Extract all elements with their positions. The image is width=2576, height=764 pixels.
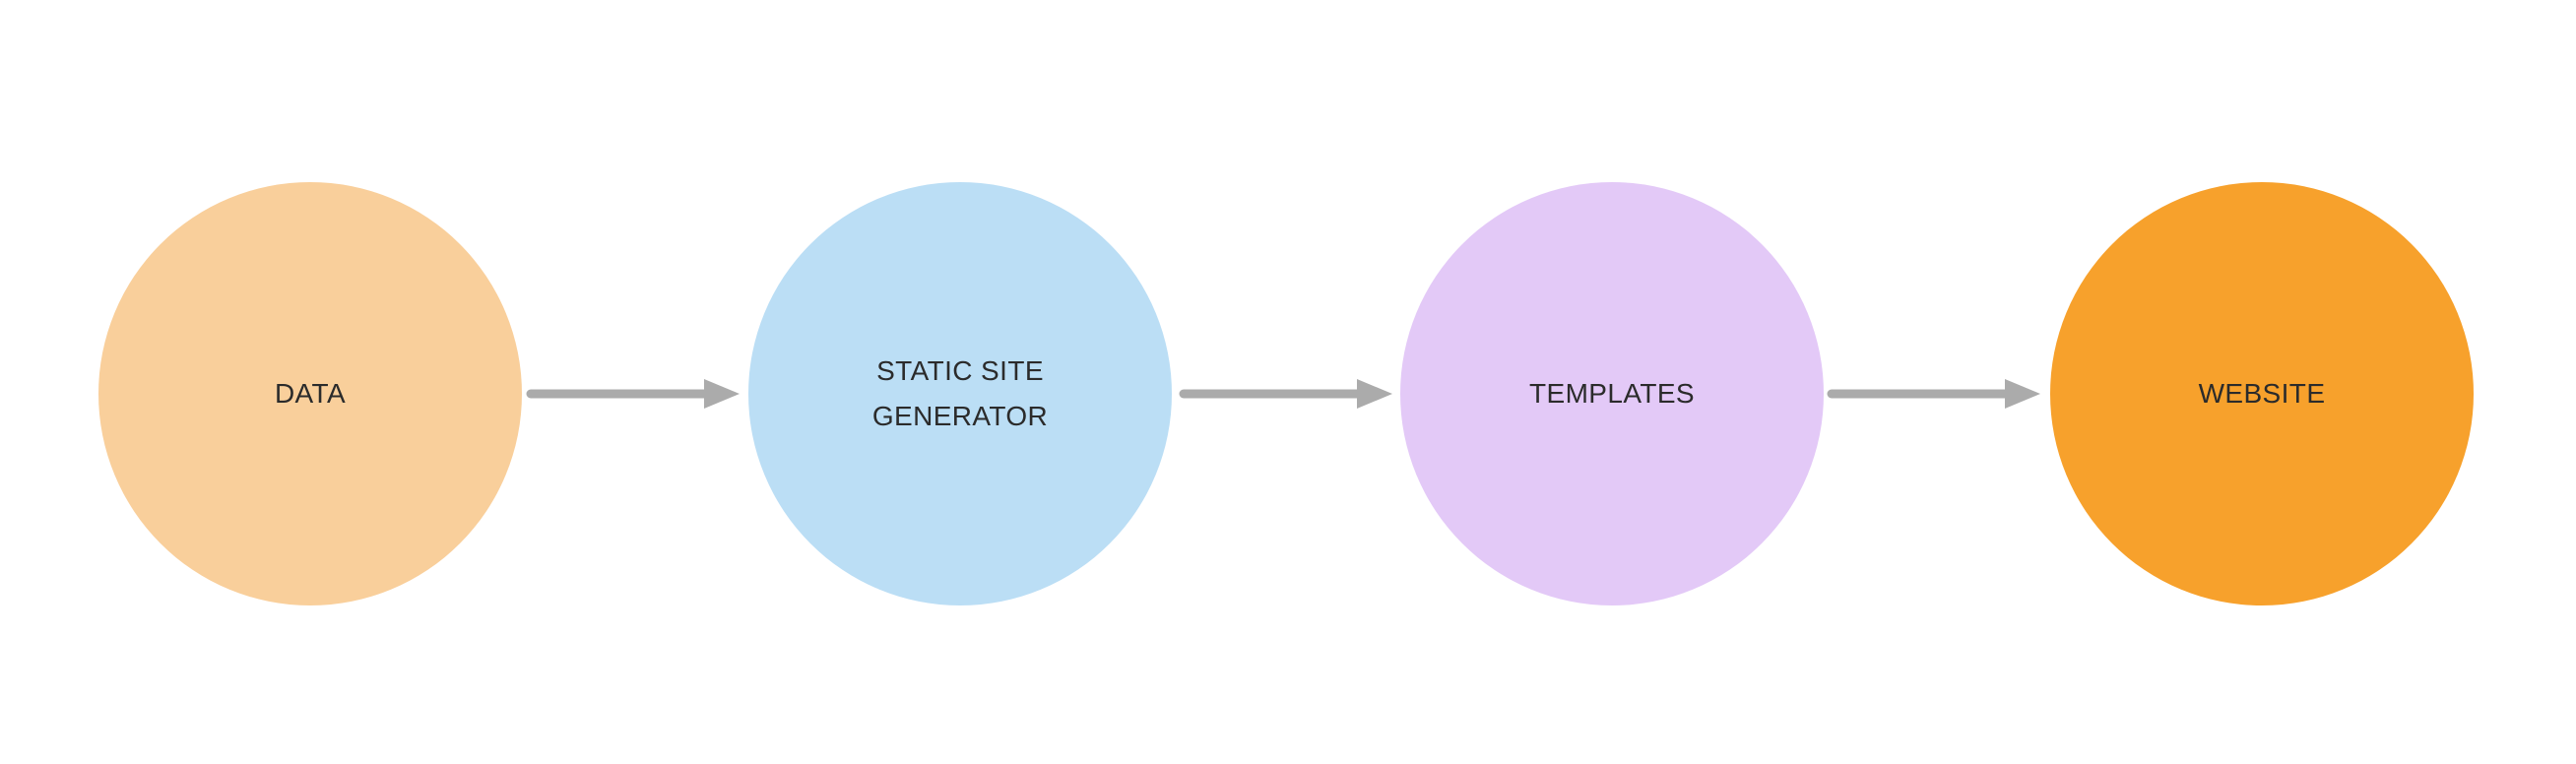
node-templates: TEMPLATES [1400, 182, 1824, 605]
node-data: DATA [98, 182, 522, 605]
arrow-generator-to-templates-icon [1178, 374, 1396, 414]
node-label: DATA [274, 378, 347, 409]
node-static-site-generator: STATIC SITE GENERATOR [748, 182, 1172, 605]
node-label: TEMPLATES [1528, 378, 1695, 409]
arrow-templates-to-website-icon [1826, 374, 2044, 414]
node-website: WEBSITE [2050, 182, 2474, 605]
node-label: STATIC SITE GENERATOR [871, 355, 1049, 431]
arrow-data-to-generator-icon [525, 374, 743, 414]
node-label: WEBSITE [2198, 378, 2326, 409]
